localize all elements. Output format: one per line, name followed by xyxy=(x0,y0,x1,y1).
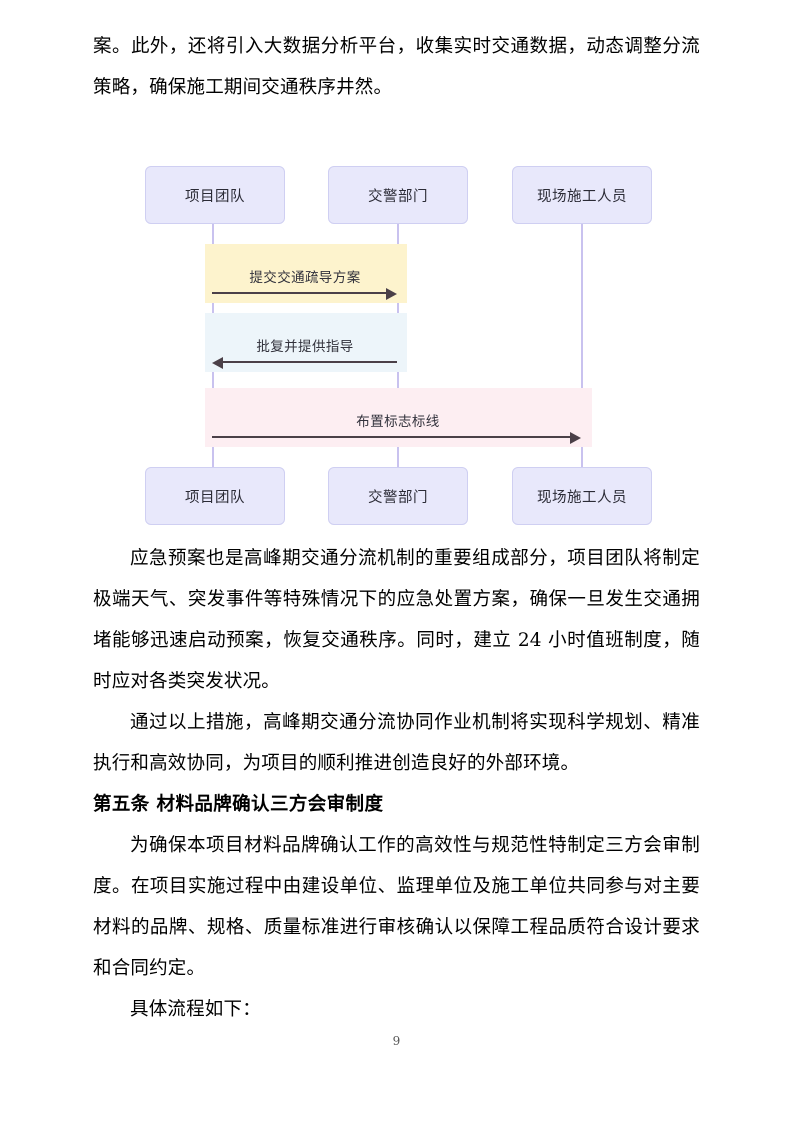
paragraph-2: 应急预案也是高峰期交通分流机制的重要组成部分，项目团队将制定极端天气、突发事件等… xyxy=(93,548,700,692)
message-arrow-deploy-signs xyxy=(212,436,570,438)
actor-box-bottom-project-team: 项目团队 xyxy=(145,467,285,525)
actor-label-bottom-site-workers: 现场施工人员 xyxy=(537,489,627,506)
actor-box-top-traffic-police: 交警部门 xyxy=(328,166,468,224)
arrowhead-deploy-signs xyxy=(570,432,581,444)
actor-label-traffic-police: 交警部门 xyxy=(368,188,428,205)
message-label-deploy-signs: 布置标志标线 xyxy=(356,414,440,430)
lifeline-site-workers xyxy=(581,224,583,469)
page-number: 9 xyxy=(392,1034,401,1048)
actor-label-bottom-traffic-police: 交警部门 xyxy=(368,489,428,506)
arrowhead-approve-guidance xyxy=(212,357,223,369)
paragraph-1: 案。此外，还将引入大数据分析平台，收集实时交通数据，动态调整分流策略，确保施工期… xyxy=(93,36,700,98)
message-arrow-approve-guidance xyxy=(223,361,397,363)
actor-box-bottom-traffic-police: 交警部门 xyxy=(328,467,468,525)
sequence-diagram: 提交交通疏导方案 批复并提供指导 布置标志标线 项目团队 交警部门 现场施工人员… xyxy=(0,150,793,540)
paragraph-3: 通过以上措施，高峰期交通分流协同作业机制将实现科学规划、精准执行和高效协同，为项… xyxy=(93,712,700,774)
section-heading: 第五条 材料品牌确认三方会审制度 xyxy=(93,794,384,815)
actor-box-top-project-team: 项目团队 xyxy=(145,166,285,224)
actor-label-bottom-project-team: 项目团队 xyxy=(185,489,245,506)
actor-label-site-workers: 现场施工人员 xyxy=(537,188,627,205)
message-arrow-submit-plan xyxy=(212,292,386,294)
actor-box-bottom-site-workers: 现场施工人员 xyxy=(512,467,652,525)
message-label-submit-plan: 提交交通疏导方案 xyxy=(249,270,361,286)
arrowhead-submit-plan xyxy=(386,288,397,300)
paragraph-4: 为确保本项目材料品牌确认工作的高效性与规范性特制定三方会审制度。在项目实施过程中… xyxy=(93,835,700,979)
actor-label-project-team: 项目团队 xyxy=(185,188,245,205)
document-body: 案。此外，还将引入大数据分析平台，收集实时交通数据，动态调整分流策略，确保施工期… xyxy=(93,26,700,1030)
paragraph-5: 具体流程如下： xyxy=(130,999,261,1020)
actor-box-top-site-workers: 现场施工人员 xyxy=(512,166,652,224)
message-label-approve-guidance: 批复并提供指导 xyxy=(256,339,354,355)
